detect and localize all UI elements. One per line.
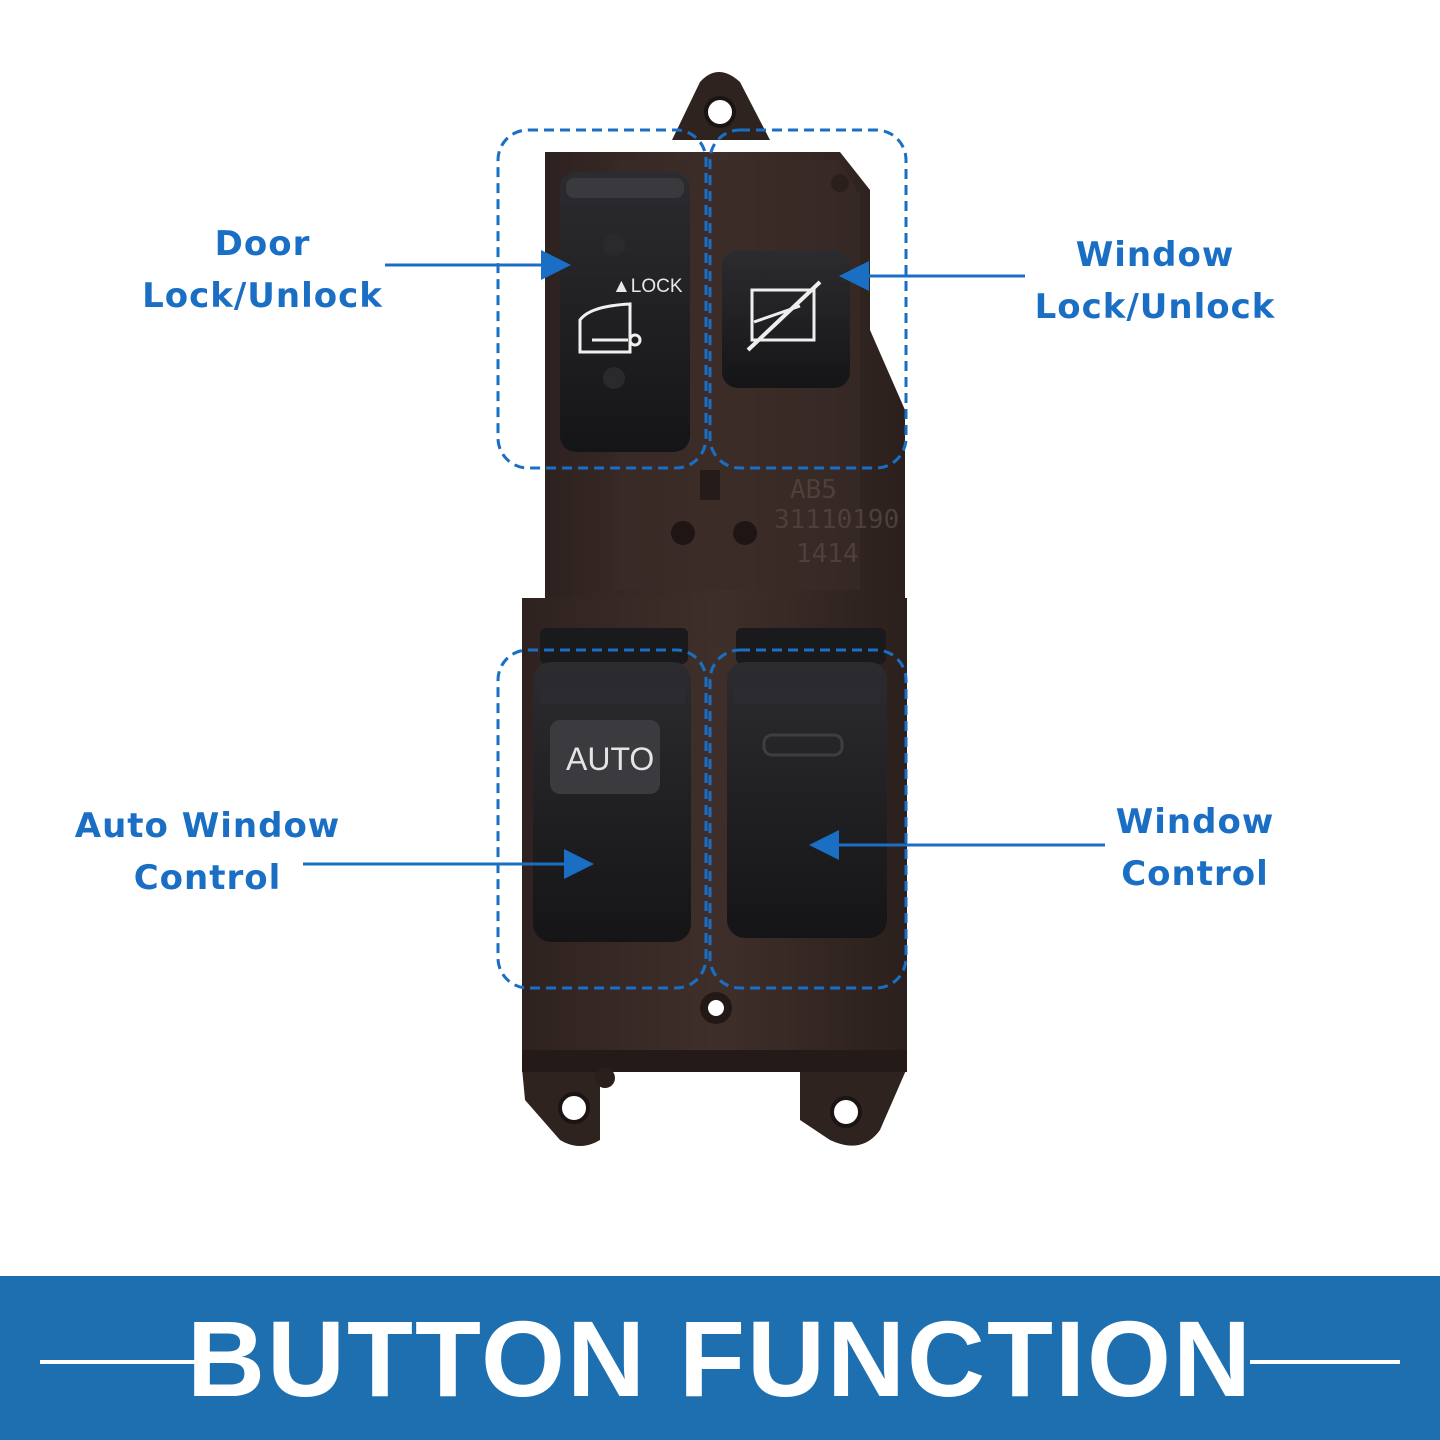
banner-rule-right bbox=[1250, 1360, 1400, 1364]
window-control-button[interactable] bbox=[727, 628, 887, 938]
window-control-highlight bbox=[708, 648, 908, 990]
window-switch-illustration: ▲LOCK AB5 31110190 1414 AUTO bbox=[303, 72, 1105, 1146]
svg-text:AB5: AB5 bbox=[790, 475, 837, 505]
callout-arrows bbox=[303, 250, 1105, 879]
door-lock-label: Door Lock/Unlock bbox=[120, 218, 405, 322]
banner-rule-left bbox=[40, 1360, 195, 1364]
window-lock-icon bbox=[746, 280, 822, 352]
door-lock-label-line1: Door bbox=[214, 224, 311, 264]
svg-text:1414: 1414 bbox=[796, 539, 859, 569]
door-lock-label-line2: Lock/Unlock bbox=[142, 276, 383, 316]
auto-window-label-line2: Control bbox=[133, 858, 282, 898]
window-control-label-line1: Window bbox=[1115, 802, 1275, 842]
door-key-icon bbox=[578, 302, 642, 354]
title-banner: BUTTON FUNCTION bbox=[0, 1276, 1440, 1440]
highlight-boxes bbox=[496, 128, 908, 990]
window-lock-highlight bbox=[708, 128, 908, 470]
auto-window-label: Auto Window Control bbox=[55, 800, 360, 904]
lock-marking: ▲LOCK bbox=[612, 276, 683, 297]
door-lock-button[interactable]: ▲LOCK bbox=[560, 172, 690, 452]
auto-window-highlight bbox=[496, 648, 708, 990]
auto-marking: AUTO bbox=[566, 741, 654, 777]
auto-window-label-line1: Auto Window bbox=[74, 806, 341, 846]
window-lock-label-line1: Window bbox=[1075, 235, 1235, 275]
window-control-label: Window Control bbox=[1090, 796, 1300, 900]
banner-title: BUTTON FUNCTION bbox=[187, 1298, 1253, 1419]
molded-code: AB5 31110190 1414 bbox=[774, 475, 899, 569]
svg-text:31110190: 31110190 bbox=[774, 505, 899, 535]
door-lock-highlight bbox=[496, 128, 708, 470]
window-lock-label-line2: Lock/Unlock bbox=[1034, 287, 1276, 327]
window-lock-button[interactable] bbox=[722, 250, 850, 388]
auto-window-button[interactable]: AUTO bbox=[533, 628, 691, 942]
window-control-label-line2: Control bbox=[1121, 854, 1269, 894]
window-lock-label: Window Lock/Unlock bbox=[1015, 229, 1295, 333]
